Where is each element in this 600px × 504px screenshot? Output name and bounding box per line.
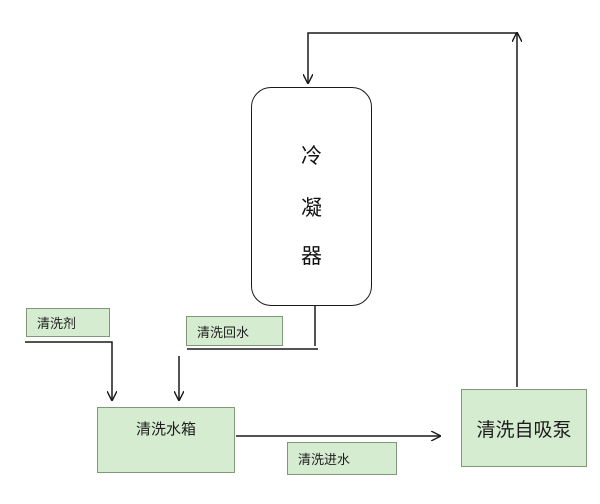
inlet-water-box: 清洗进水 — [287, 442, 397, 475]
inlet-water-label: 清洗进水 — [298, 453, 351, 468]
cleaning-tank-box: 清洗水箱 — [97, 407, 235, 473]
condenser-vessel: 冷 凝 器 — [251, 87, 372, 306]
detergent-label: 清洗剂 — [37, 317, 77, 332]
detergent-line — [25, 341, 112, 400]
self-priming-pump-box: 清洗自吸泵 — [461, 389, 587, 467]
detergent-box: 清洗剂 — [26, 308, 110, 337]
return-water-box: 清洗回水 — [186, 316, 283, 346]
condenser-label-1: 冷 — [301, 144, 322, 168]
top-feed-line — [308, 32, 517, 83]
return-water-label: 清洗回水 — [197, 325, 250, 341]
condenser-label-2: 凝 — [301, 196, 322, 220]
condenser-label-3: 器 — [301, 244, 322, 268]
self-priming-pump-label: 清洗自吸泵 — [476, 418, 572, 441]
cleaning-tank-label: 清洗水箱 — [135, 420, 196, 438]
